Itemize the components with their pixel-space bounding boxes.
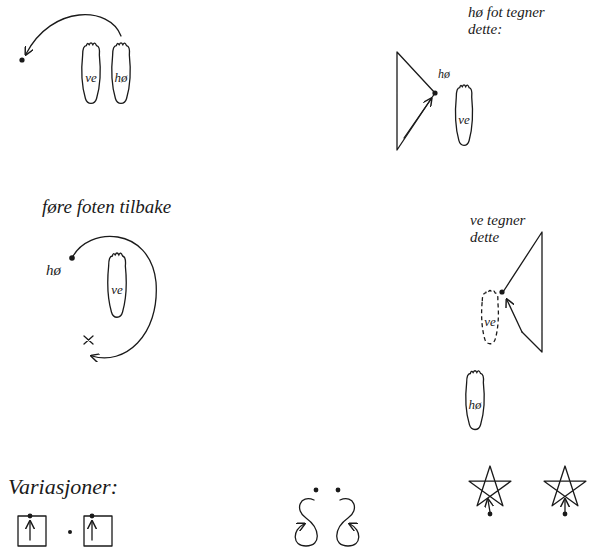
pentagram	[469, 466, 511, 506]
direction-arrow	[404, 99, 431, 138]
triangle-path	[397, 52, 435, 150]
start-dot	[336, 488, 341, 493]
handwritten-note: hø	[46, 262, 61, 279]
handwritten-note: hø fot tegner dette:	[468, 4, 568, 39]
swing-arrow	[26, 15, 121, 54]
foot-outline: ve	[78, 40, 104, 106]
foot-label: ve	[85, 63, 97, 84]
figure-eight	[295, 499, 317, 546]
start-dot	[499, 289, 504, 294]
foot-outline: ve	[104, 250, 130, 320]
start-dot	[68, 530, 72, 534]
direction-arrow	[91, 522, 92, 540]
foot-label: ve	[458, 105, 470, 126]
start-dot	[488, 512, 493, 517]
handwritten-note: føre foten tilbake	[42, 196, 171, 218]
handwritten-note: hø	[438, 68, 450, 82]
foot-label: ve	[111, 275, 123, 296]
start-dot	[432, 90, 437, 95]
square-path	[84, 516, 112, 546]
start-dot	[314, 488, 319, 493]
foot-label: hø	[115, 63, 128, 84]
handwritten-note: Variasjoner:	[8, 474, 118, 499]
start-dot	[28, 514, 33, 519]
foot-outline: hø	[108, 40, 134, 106]
direction-arrow	[507, 300, 522, 332]
foot-outline: ve	[478, 288, 502, 346]
start-dot	[90, 514, 95, 519]
foot-label: hø	[469, 390, 482, 411]
square-path	[18, 516, 46, 546]
start-dot	[19, 57, 24, 62]
x-mark	[84, 336, 93, 344]
handwritten-note: ve tegner dette	[470, 212, 542, 247]
foot-outline: ve	[452, 82, 476, 148]
foot-outline: hø	[462, 368, 488, 432]
start-dot	[69, 255, 75, 261]
start-dot	[563, 512, 568, 517]
direction-arrow	[564, 500, 565, 512]
figure-eight	[337, 499, 359, 546]
loop-arrow	[72, 236, 156, 358]
direction-arrow	[29, 522, 30, 540]
direction-arrow	[488, 500, 490, 512]
foot-label: ve	[484, 307, 496, 328]
triangle-path	[503, 232, 542, 352]
